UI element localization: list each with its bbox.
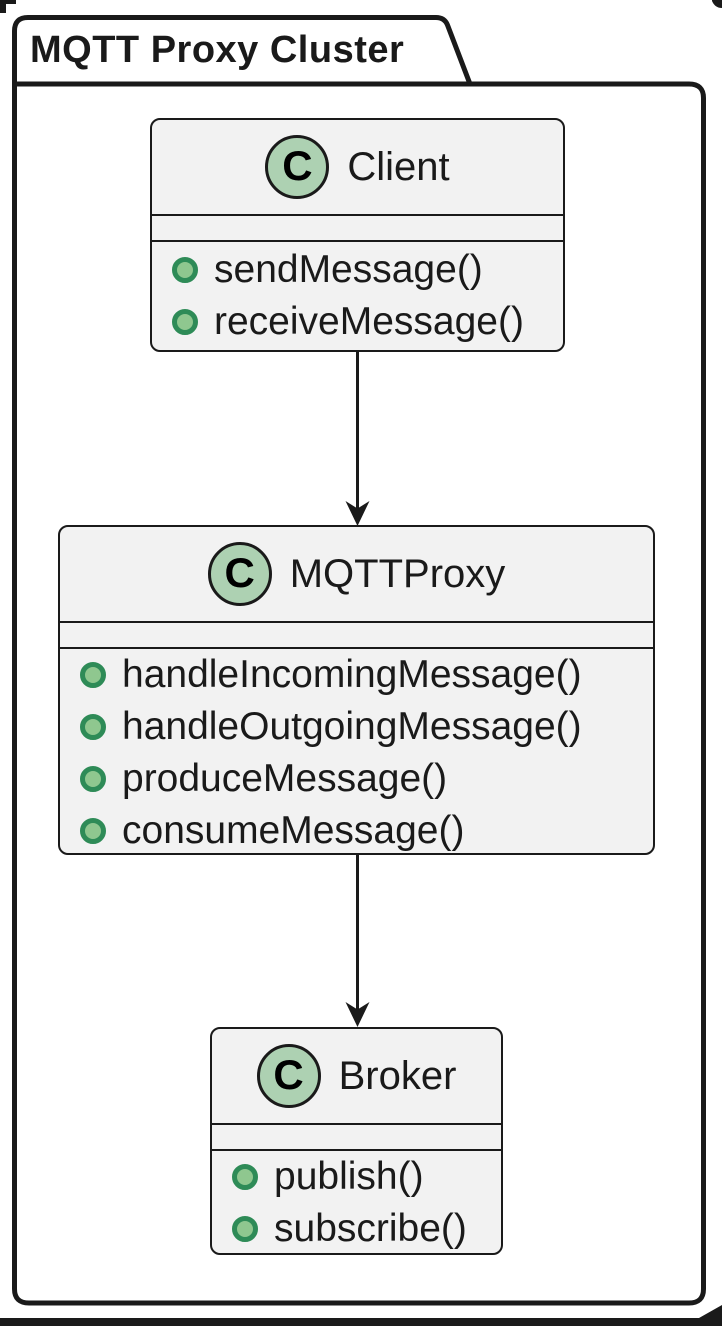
public-method-icon — [80, 766, 106, 792]
class-header: C Broker — [212, 1029, 501, 1123]
public-method-icon — [172, 309, 198, 335]
method-row: consumeMessage() — [80, 805, 653, 857]
public-method-icon — [232, 1164, 258, 1190]
method-label: handleIncomingMessage() — [122, 653, 582, 696]
class-box-client: C Client sendMessage() receiveMessage() — [150, 118, 565, 352]
class-name: Broker — [338, 1053, 457, 1098]
public-method-icon — [80, 818, 106, 844]
class-stereotype-icon: C — [265, 135, 330, 199]
method-label: handleOutgoingMessage() — [122, 705, 582, 748]
fields-compartment — [152, 216, 563, 240]
method-label: produceMessage() — [122, 757, 448, 800]
method-label: consumeMessage() — [122, 809, 465, 852]
compartment-divider — [152, 214, 563, 216]
method-row: handleOutgoingMessage() — [80, 701, 653, 753]
method-label: receiveMessage() — [214, 300, 524, 343]
method-row: receiveMessage() — [172, 296, 563, 348]
compartment-divider — [212, 1149, 501, 1151]
public-method-icon — [232, 1216, 258, 1242]
cropped-shape-top-right — [712, 0, 722, 8]
method-label: subscribe() — [274, 1207, 467, 1250]
method-label: sendMessage() — [214, 248, 483, 291]
methods-compartment: handleIncomingMessage() handleOutgoingMe… — [60, 649, 653, 857]
class-box-broker: C Broker publish() subscribe() — [210, 1027, 503, 1255]
arrowhead-client-to-proxy — [345, 501, 370, 526]
public-method-icon — [80, 662, 106, 688]
class-header: C MQTTProxy — [60, 527, 653, 621]
method-row: publish() — [232, 1151, 501, 1203]
method-label: publish() — [274, 1155, 424, 1198]
class-box-mqttproxy: C MQTTProxy handleIncomingMessage() hand… — [58, 525, 655, 855]
method-row: sendMessage() — [172, 244, 563, 296]
class-name: MQTTProxy — [289, 551, 506, 596]
arrowhead-proxy-to-broker — [345, 1002, 370, 1027]
cropped-shape-top-left — [0, 0, 16, 13]
package-tab — [12, 15, 473, 87]
compartment-divider — [212, 1123, 501, 1125]
method-row: subscribe() — [232, 1203, 501, 1255]
class-name: Client — [347, 144, 450, 189]
cropped-shape-bottom — [0, 1305, 722, 1326]
compartment-divider — [152, 240, 563, 242]
method-row: produceMessage() — [80, 753, 653, 805]
methods-compartment: sendMessage() receiveMessage() — [152, 242, 563, 350]
public-method-icon — [80, 714, 106, 740]
compartment-divider — [60, 647, 653, 649]
public-method-icon — [172, 257, 198, 283]
method-row: handleIncomingMessage() — [80, 649, 653, 701]
fields-compartment — [60, 623, 653, 647]
methods-compartment: publish() subscribe() — [212, 1151, 501, 1255]
class-stereotype-icon: C — [207, 542, 272, 606]
fields-compartment — [212, 1125, 501, 1149]
class-stereotype-icon: C — [256, 1044, 321, 1108]
class-header: C Client — [152, 120, 563, 214]
package-title: MQTT Proxy Cluster — [30, 29, 405, 71]
compartment-divider — [60, 621, 653, 623]
